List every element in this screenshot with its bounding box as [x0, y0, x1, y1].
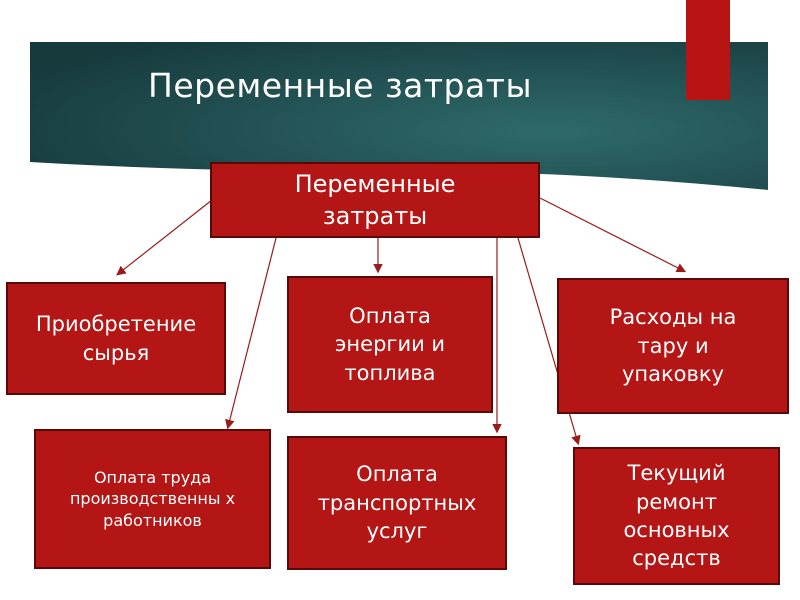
- item-label: Приобретение сырья: [35, 312, 197, 365]
- item-label: Оплата труда производственны х работнико…: [69, 467, 236, 530]
- item-label: Текущий ремонт основных средств: [623, 461, 730, 571]
- item-box-repair: Текущий ремонт основных средств: [573, 447, 780, 585]
- item-box-labor: Оплата труда производственны х работнико…: [34, 429, 271, 569]
- slide-title: Переменные затраты: [148, 66, 533, 105]
- item-label: Оплата транспортных услуг: [317, 462, 477, 544]
- item-box-raw-materials: Приобретение сырья: [6, 282, 226, 395]
- item-label: Оплата энергии и топлива: [334, 303, 446, 385]
- root-label: Переменные затраты: [294, 169, 456, 230]
- accent-bar: [686, 0, 730, 100]
- item-label: Расходы на тару и упаковку: [609, 305, 737, 387]
- item-box-packaging: Расходы на тару и упаковку: [557, 278, 789, 414]
- item-box-transport: Оплата транспортных услуг: [287, 436, 507, 570]
- root-box: Переменные затраты: [210, 162, 540, 238]
- item-box-energy-fuel: Оплата энергии и топлива: [287, 276, 493, 413]
